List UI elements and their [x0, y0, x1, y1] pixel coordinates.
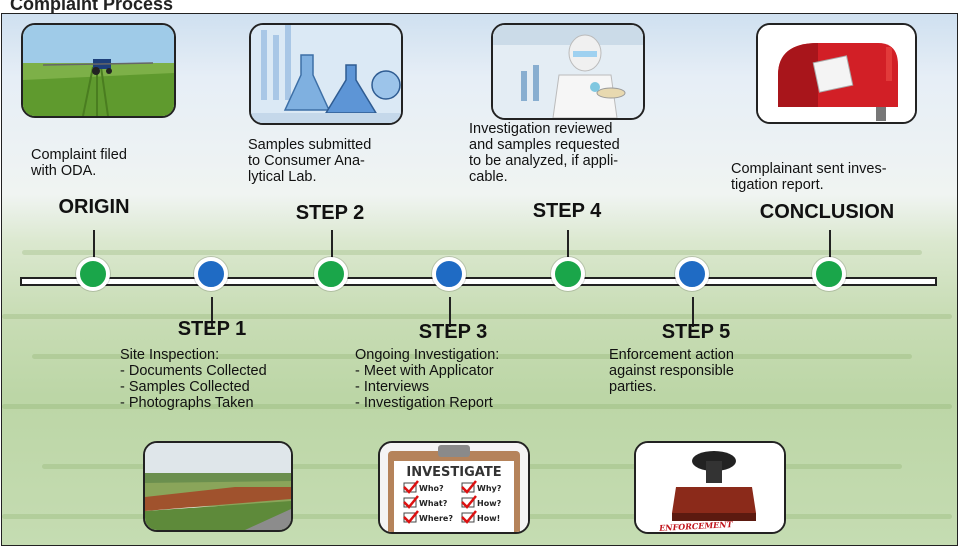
clipboard-heading: INVESTIGATE [406, 465, 501, 480]
step3-node [432, 257, 466, 291]
page-title: Complaint Process [10, 0, 174, 13]
timeline-diagram: ORIGIN STEP 1 STEP 2 STEP 3 STEP 4 STEP … [1, 13, 958, 546]
header-strip: Complaint Process [0, 0, 959, 13]
step1-title: STEP 1 [177, 318, 247, 340]
clipboard-item: Who? [419, 484, 444, 493]
inspection-field-photo [143, 441, 293, 532]
origin-description: Complaint filed with ODA. [31, 147, 127, 179]
field-row [2, 404, 952, 409]
lab-scientist-photo [491, 23, 645, 120]
step2-description: Samples submitted to Consumer Ana- lytic… [248, 137, 372, 185]
clipboard-item: How! [477, 514, 500, 523]
step2-node [314, 257, 348, 291]
step3-description: Ongoing Investigation: - Meet with Appli… [355, 347, 500, 411]
conclusion-description: Complainant sent inves- tigation report. [731, 161, 887, 193]
step2-title: STEP 2 [295, 202, 365, 224]
clipboard-item: Why? [477, 484, 502, 493]
conclusion-node [812, 257, 846, 291]
step5-connector [692, 297, 694, 327]
investigate-clipboard-photo: INVESTIGATE Who? Why? What? How? Where? … [378, 441, 530, 534]
step1-node [194, 257, 228, 291]
step3-title: STEP 3 [418, 321, 488, 343]
clipboard-item: What? [419, 499, 448, 508]
mailbox-photo [756, 23, 917, 124]
step2-connector [331, 230, 333, 264]
field-row [2, 314, 952, 319]
step4-node [551, 257, 585, 291]
timeline-bar [20, 277, 937, 286]
conclusion-title: CONCLUSION [759, 201, 895, 223]
origin-node [76, 257, 110, 291]
step4-title: STEP 4 [532, 200, 602, 222]
step1-connector [211, 297, 213, 327]
conclusion-connector [829, 230, 831, 264]
origin-title: ORIGIN [58, 196, 130, 218]
step4-description: Investigation reviewed and samples reque… [469, 121, 620, 185]
step5-description: Enforcement action against responsible p… [609, 347, 734, 395]
field-row [32, 354, 912, 359]
field-row [22, 250, 922, 255]
step3-connector [449, 297, 451, 327]
stamp-label: ENFORCEMENT [658, 519, 734, 532]
step1-description: Site Inspection: - Documents Collected -… [120, 347, 267, 411]
tractor-field-photo [21, 23, 176, 118]
origin-connector [93, 230, 95, 264]
lab-glassware-photo [249, 23, 403, 125]
step5-title: STEP 5 [661, 321, 731, 343]
clipboard-item: How? [477, 499, 502, 508]
step4-connector [567, 230, 569, 264]
clipboard-item: Where? [419, 514, 453, 523]
enforcement-stamp-photo: ENFORCEMENT [634, 441, 786, 534]
step5-node [675, 257, 709, 291]
